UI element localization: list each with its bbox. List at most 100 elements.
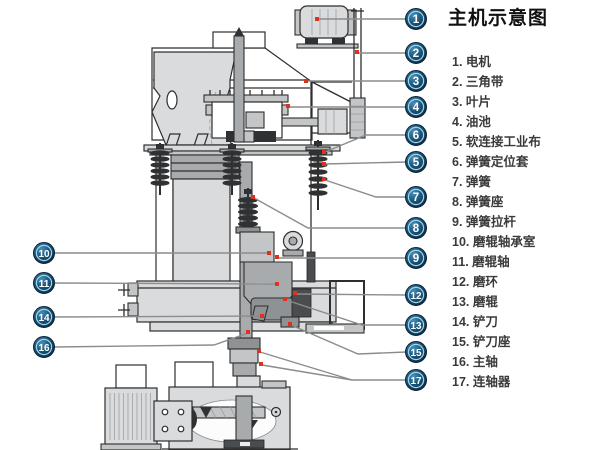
callout-badge-number: 12 — [410, 291, 422, 302]
coupling-guard-plate — [153, 400, 193, 442]
base-unit — [100, 361, 298, 450]
callout-badge-13: 13 — [405, 314, 427, 336]
part-marker-15 — [288, 322, 292, 326]
coupling — [227, 337, 261, 392]
callout-badge-11: 11 — [33, 272, 55, 294]
part-marker-14 — [260, 314, 264, 318]
part-marker-13 — [283, 297, 287, 301]
v-belt — [349, 8, 366, 139]
leader-line-5 — [324, 161, 407, 165]
part-marker-10 — [267, 251, 271, 255]
classifier — [203, 27, 348, 143]
callout-badge-number: 3 — [413, 76, 419, 88]
legend-item: 13. 磨辊 — [452, 295, 498, 309]
leader-line-17 — [261, 364, 406, 381]
callout-badge-4: 4 — [405, 96, 427, 118]
callout-badge-17: 17 — [405, 369, 427, 391]
legend-item: 8. 弹簧座 — [452, 195, 504, 209]
leader-line-8 — [253, 197, 406, 229]
part-marker-7 — [322, 177, 326, 181]
leader-line-14 — [53, 315, 263, 318]
support-frame — [305, 251, 365, 334]
leader-line-15 — [290, 324, 407, 355]
legend-item: 12. 磨环 — [452, 275, 498, 289]
legend-item: 15. 铲刀座 — [452, 335, 511, 349]
legend-item: 7. 弹簧 — [452, 175, 491, 189]
callout-badge-6: 6 — [405, 124, 427, 146]
callout-badge-number: 13 — [410, 321, 422, 332]
part-marker-6 — [322, 150, 326, 154]
callout-badge-3: 3 — [405, 70, 427, 92]
callout-badge-number: 2 — [413, 48, 419, 60]
callout-badge-number: 1 — [413, 14, 420, 26]
legend-item: 10. 磨辊轴承室 — [452, 235, 536, 249]
part-marker-17 — [259, 362, 263, 366]
spring-left — [147, 143, 173, 195]
leader-line-7 — [324, 179, 406, 198]
lower-spring — [235, 188, 261, 234]
callout-badge-15: 15 — [405, 341, 427, 363]
callout-badge-number: 14 — [38, 313, 50, 324]
leader-line-17b — [259, 351, 353, 381]
spring-right — [305, 140, 331, 210]
spring-assemblies — [147, 140, 331, 210]
callout-badge-10: 10 — [33, 242, 55, 264]
roller-assembly — [239, 230, 312, 328]
callout-badge-number: 7 — [413, 192, 419, 204]
callout-badge-number: 10 — [38, 249, 50, 260]
part-marker-5 — [322, 162, 326, 166]
callout-badge-16: 16 — [33, 336, 55, 358]
callout-badge-7: 7 — [405, 186, 427, 208]
part-marker-11 — [275, 282, 279, 286]
callout-badge-number: 8 — [413, 223, 420, 235]
callout-badge-8: 8 — [405, 217, 427, 239]
callout-badge-number: 5 — [413, 157, 420, 169]
part-marker-3 — [304, 79, 308, 83]
part-marker-17 — [257, 349, 261, 353]
legend-item: 1. 电机 — [452, 55, 491, 69]
callout-badge-14: 14 — [33, 306, 55, 328]
support-column — [172, 178, 231, 284]
legend-item: 4. 油池 — [452, 115, 491, 129]
callout-badge-9: 9 — [405, 247, 427, 269]
part-marker-1 — [315, 17, 319, 21]
part-marker-12 — [293, 291, 297, 295]
machine-illustration — [100, 5, 366, 450]
legend-item: 2. 三角带 — [452, 75, 504, 89]
part-marker-8 — [251, 195, 255, 199]
callout-badge-number: 16 — [38, 343, 50, 354]
legend-item: 14. 铲刀 — [452, 315, 498, 329]
motor — [294, 5, 359, 49]
legend-item: 11. 磨辊轴 — [452, 255, 510, 269]
leader-line-6 — [324, 134, 406, 153]
callout-badge-number: 6 — [413, 130, 419, 142]
callout-badge-1: 1 — [405, 8, 427, 30]
spring-center — [219, 143, 245, 195]
leader-line-12 — [295, 293, 407, 296]
part-marker-16 — [246, 330, 250, 334]
legend-title: 主机示意图 — [448, 8, 549, 29]
callout-badge-12: 12 — [405, 284, 427, 306]
callout-badge-number: 4 — [413, 102, 420, 114]
base-motor-cap — [115, 364, 147, 389]
callout-badge-number: 9 — [413, 253, 419, 265]
left-leg — [155, 154, 174, 284]
legend-item: 9. 弹簧拉杆 — [452, 215, 516, 229]
leader-line-11 — [53, 282, 278, 285]
legend-item: 6. 弹簧定位套 — [452, 155, 529, 169]
callout-badge-2: 2 — [405, 42, 427, 64]
callout-badge-number: 17 — [410, 376, 422, 387]
legend-item: 17. 连轴器 — [452, 375, 511, 389]
callout-badge-number: 15 — [410, 348, 422, 359]
legend-item: 16. 主轴 — [452, 355, 498, 369]
part-marker-2 — [355, 50, 359, 54]
part-marker-4 — [286, 104, 290, 108]
base-motor — [104, 387, 158, 447]
part-marker-9 — [275, 255, 279, 259]
callout-badge-5: 5 — [405, 151, 427, 173]
leader-line-16 — [53, 332, 249, 348]
